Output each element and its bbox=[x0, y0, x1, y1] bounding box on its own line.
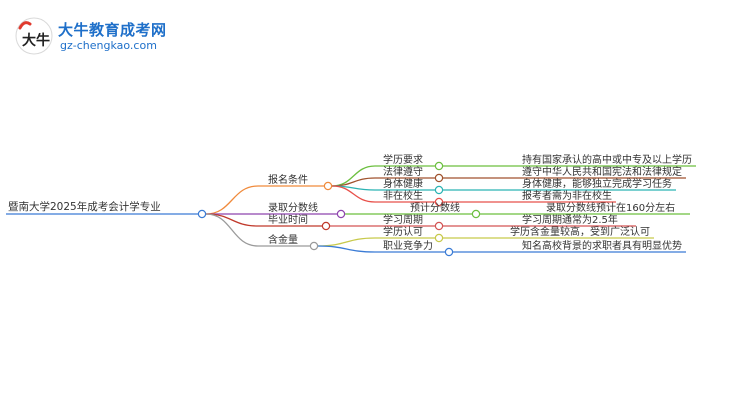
child-node-3-1[interactable] bbox=[444, 247, 454, 257]
child-edge-0-0 bbox=[331, 165, 376, 187]
root-node[interactable] bbox=[197, 209, 207, 219]
branch-label-0: 报名条件 bbox=[268, 173, 308, 186]
site-logo[interactable]: 大牛 大牛教育成考网 gz-chengkao.com bbox=[14, 16, 174, 56]
branch-label-3: 含金量 bbox=[268, 233, 298, 246]
detail-label-0-2: 身体健康，能够独立完成学习任务 bbox=[522, 177, 672, 190]
detail-label-0-1: 遵守中华人民共和国宪法和法律规定 bbox=[522, 165, 682, 178]
child-edge-3-0 bbox=[317, 237, 376, 247]
detail-label-0-3: 报考者需为非在校生 bbox=[522, 189, 612, 202]
logo-url: gz-chengkao.com bbox=[60, 39, 157, 52]
root-topic-label: 暨南大学2025年成考会计学专业 bbox=[8, 200, 161, 213]
child-node-2-0[interactable] bbox=[434, 221, 444, 231]
detail-label-3-0: 学历含金量较高，受到广泛认可 bbox=[510, 225, 650, 238]
bull-logo-icon: 大牛 bbox=[15, 17, 53, 55]
child-label-2-0: 学习周期 bbox=[383, 213, 423, 226]
child-node-0-1[interactable] bbox=[434, 173, 444, 183]
branch-node-2[interactable] bbox=[321, 221, 331, 231]
child-node-0-3[interactable] bbox=[434, 197, 444, 207]
child-label-0-1: 法律遵守 bbox=[383, 165, 423, 178]
branch-node-3[interactable] bbox=[309, 241, 319, 251]
branch-label-2: 毕业时间 bbox=[268, 213, 308, 226]
child-edge-0-3 bbox=[331, 185, 376, 203]
child-node-1-0[interactable] bbox=[471, 209, 481, 219]
mind-map-nodes: 暨南大学2025年成考会计学专业 报名条件 学历要求 持有国家承认的高中或中专及以上学… bbox=[8, 153, 692, 257]
child-label-0-3: 非在校生 bbox=[383, 189, 423, 202]
child-node-0-2[interactable] bbox=[434, 185, 444, 195]
logo-title: 大牛教育成考网 bbox=[58, 21, 167, 39]
child-node-3-0[interactable] bbox=[434, 233, 444, 243]
child-edge-3-1 bbox=[317, 245, 376, 253]
child-label-1-0: 预计分数线 bbox=[410, 201, 460, 214]
mind-map-edges bbox=[6, 165, 696, 253]
child-label-3-1: 职业竞争力 bbox=[383, 239, 433, 252]
logo-mark-text: 大牛 bbox=[22, 32, 50, 49]
detail-label-2-0: 学习周期通常为2.5年 bbox=[522, 213, 618, 226]
detail-label-1-0: 录取分数线预计在160分左右 bbox=[546, 201, 675, 214]
child-label-3-0: 学历认可 bbox=[383, 225, 423, 238]
child-label-0-2: 身体健康 bbox=[383, 177, 423, 190]
child-label-0-0: 学历要求 bbox=[383, 153, 423, 166]
branch-label-1: 录取分数线 bbox=[268, 201, 318, 214]
branch-edge-3 bbox=[205, 213, 259, 247]
detail-label-3-1: 知名高校背景的求职者具有明显优势 bbox=[522, 239, 682, 252]
detail-label-0-0: 持有国家承认的高中或中专及以上学历 bbox=[522, 153, 692, 166]
branch-node-0[interactable] bbox=[323, 181, 333, 191]
branch-edge-0 bbox=[205, 185, 259, 215]
branch-node-1[interactable] bbox=[336, 209, 346, 219]
child-node-0-0[interactable] bbox=[434, 161, 444, 171]
